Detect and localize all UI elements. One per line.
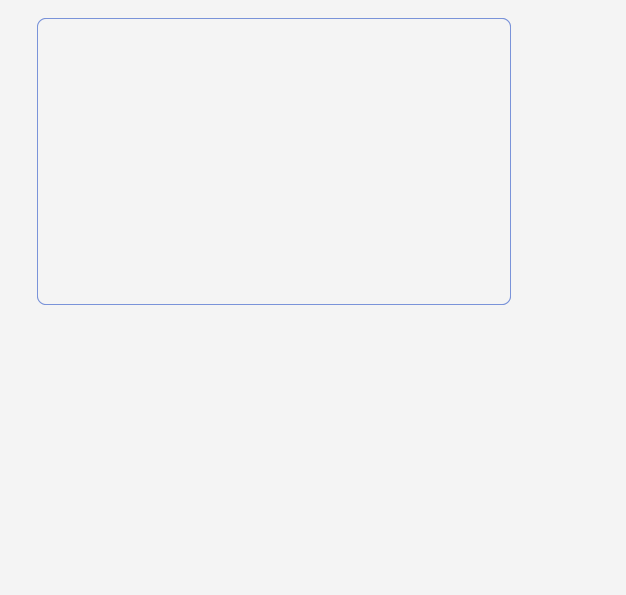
- step-2-instruction-card: [37, 18, 511, 305]
- step-2-content: [37, 18, 511, 305]
